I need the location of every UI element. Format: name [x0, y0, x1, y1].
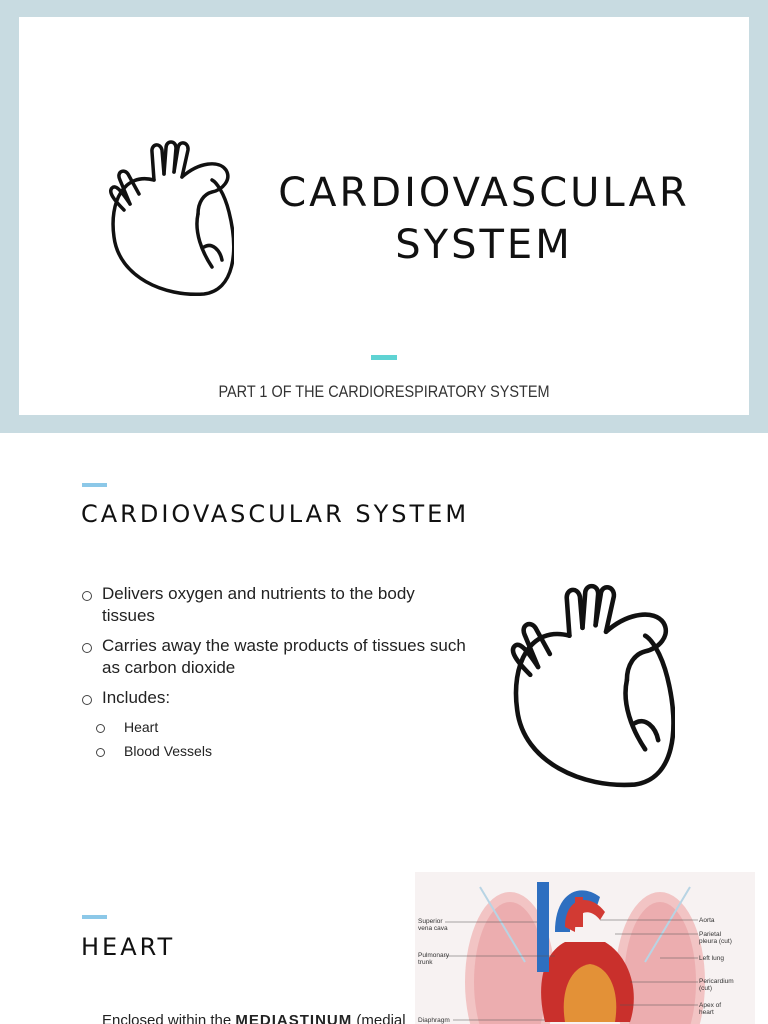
slide-2-title: Cardiovascular System: [81, 500, 470, 528]
title-line-2: System: [395, 222, 573, 268]
slide-1-subtitle: PART 1 OF THE CARDIORESPIRATORY SYSTEM: [218, 382, 550, 401]
label-pericardium: Pericardium (cut): [699, 978, 734, 992]
bullet-list: Delivers oxygen and nutrients to the bod…: [82, 583, 472, 763]
label-diaphragm: Diaphragm: [418, 1017, 450, 1024]
slide-3-body: Enclosed within the MEDIASTINUM (medial: [102, 1012, 406, 1024]
heart-anatomy-diagram: Superior vena cava Pulmonary trunk Diaph…: [415, 872, 755, 1024]
accent-bar: [82, 915, 107, 919]
bullet-item: Delivers oxygen and nutrients to the bod…: [82, 583, 472, 627]
anatomy-illustration: [445, 882, 705, 1024]
sub-bullet-list: Heart Blood Vessels: [96, 715, 472, 763]
label-aorta: Aorta: [699, 917, 715, 924]
accent-bar: [371, 355, 397, 360]
accent-bar: [82, 483, 107, 487]
sub-bullet-item: Heart: [96, 715, 472, 739]
label-superior-vena-cava: Superior vena cava: [418, 918, 448, 932]
heart-icon: [510, 583, 675, 788]
title-line-1: Cardiovascular: [278, 170, 690, 216]
label-apex: Apex of heart: [699, 1002, 722, 1016]
label-parietal-pleura: Parietal pleura (cut): [699, 931, 732, 945]
slide-1: Cardiovascular System PART 1 OF THE CARD…: [19, 17, 749, 415]
label-left-lung: Left lung: [699, 955, 724, 962]
bullet-item: Carries away the waste products of tissu…: [82, 635, 472, 679]
slide-1-frame: Cardiovascular System PART 1 OF THE CARD…: [0, 0, 768, 433]
slide-1-title: Cardiovascular System: [249, 167, 719, 271]
heart-icon: [109, 140, 234, 297]
bullet-item: Includes:: [82, 687, 472, 709]
sub-bullet-item: Blood Vessels: [96, 739, 472, 763]
slide-3-title: Heart: [81, 933, 176, 961]
label-pulmonary-trunk: Pulmonary trunk: [418, 952, 450, 966]
